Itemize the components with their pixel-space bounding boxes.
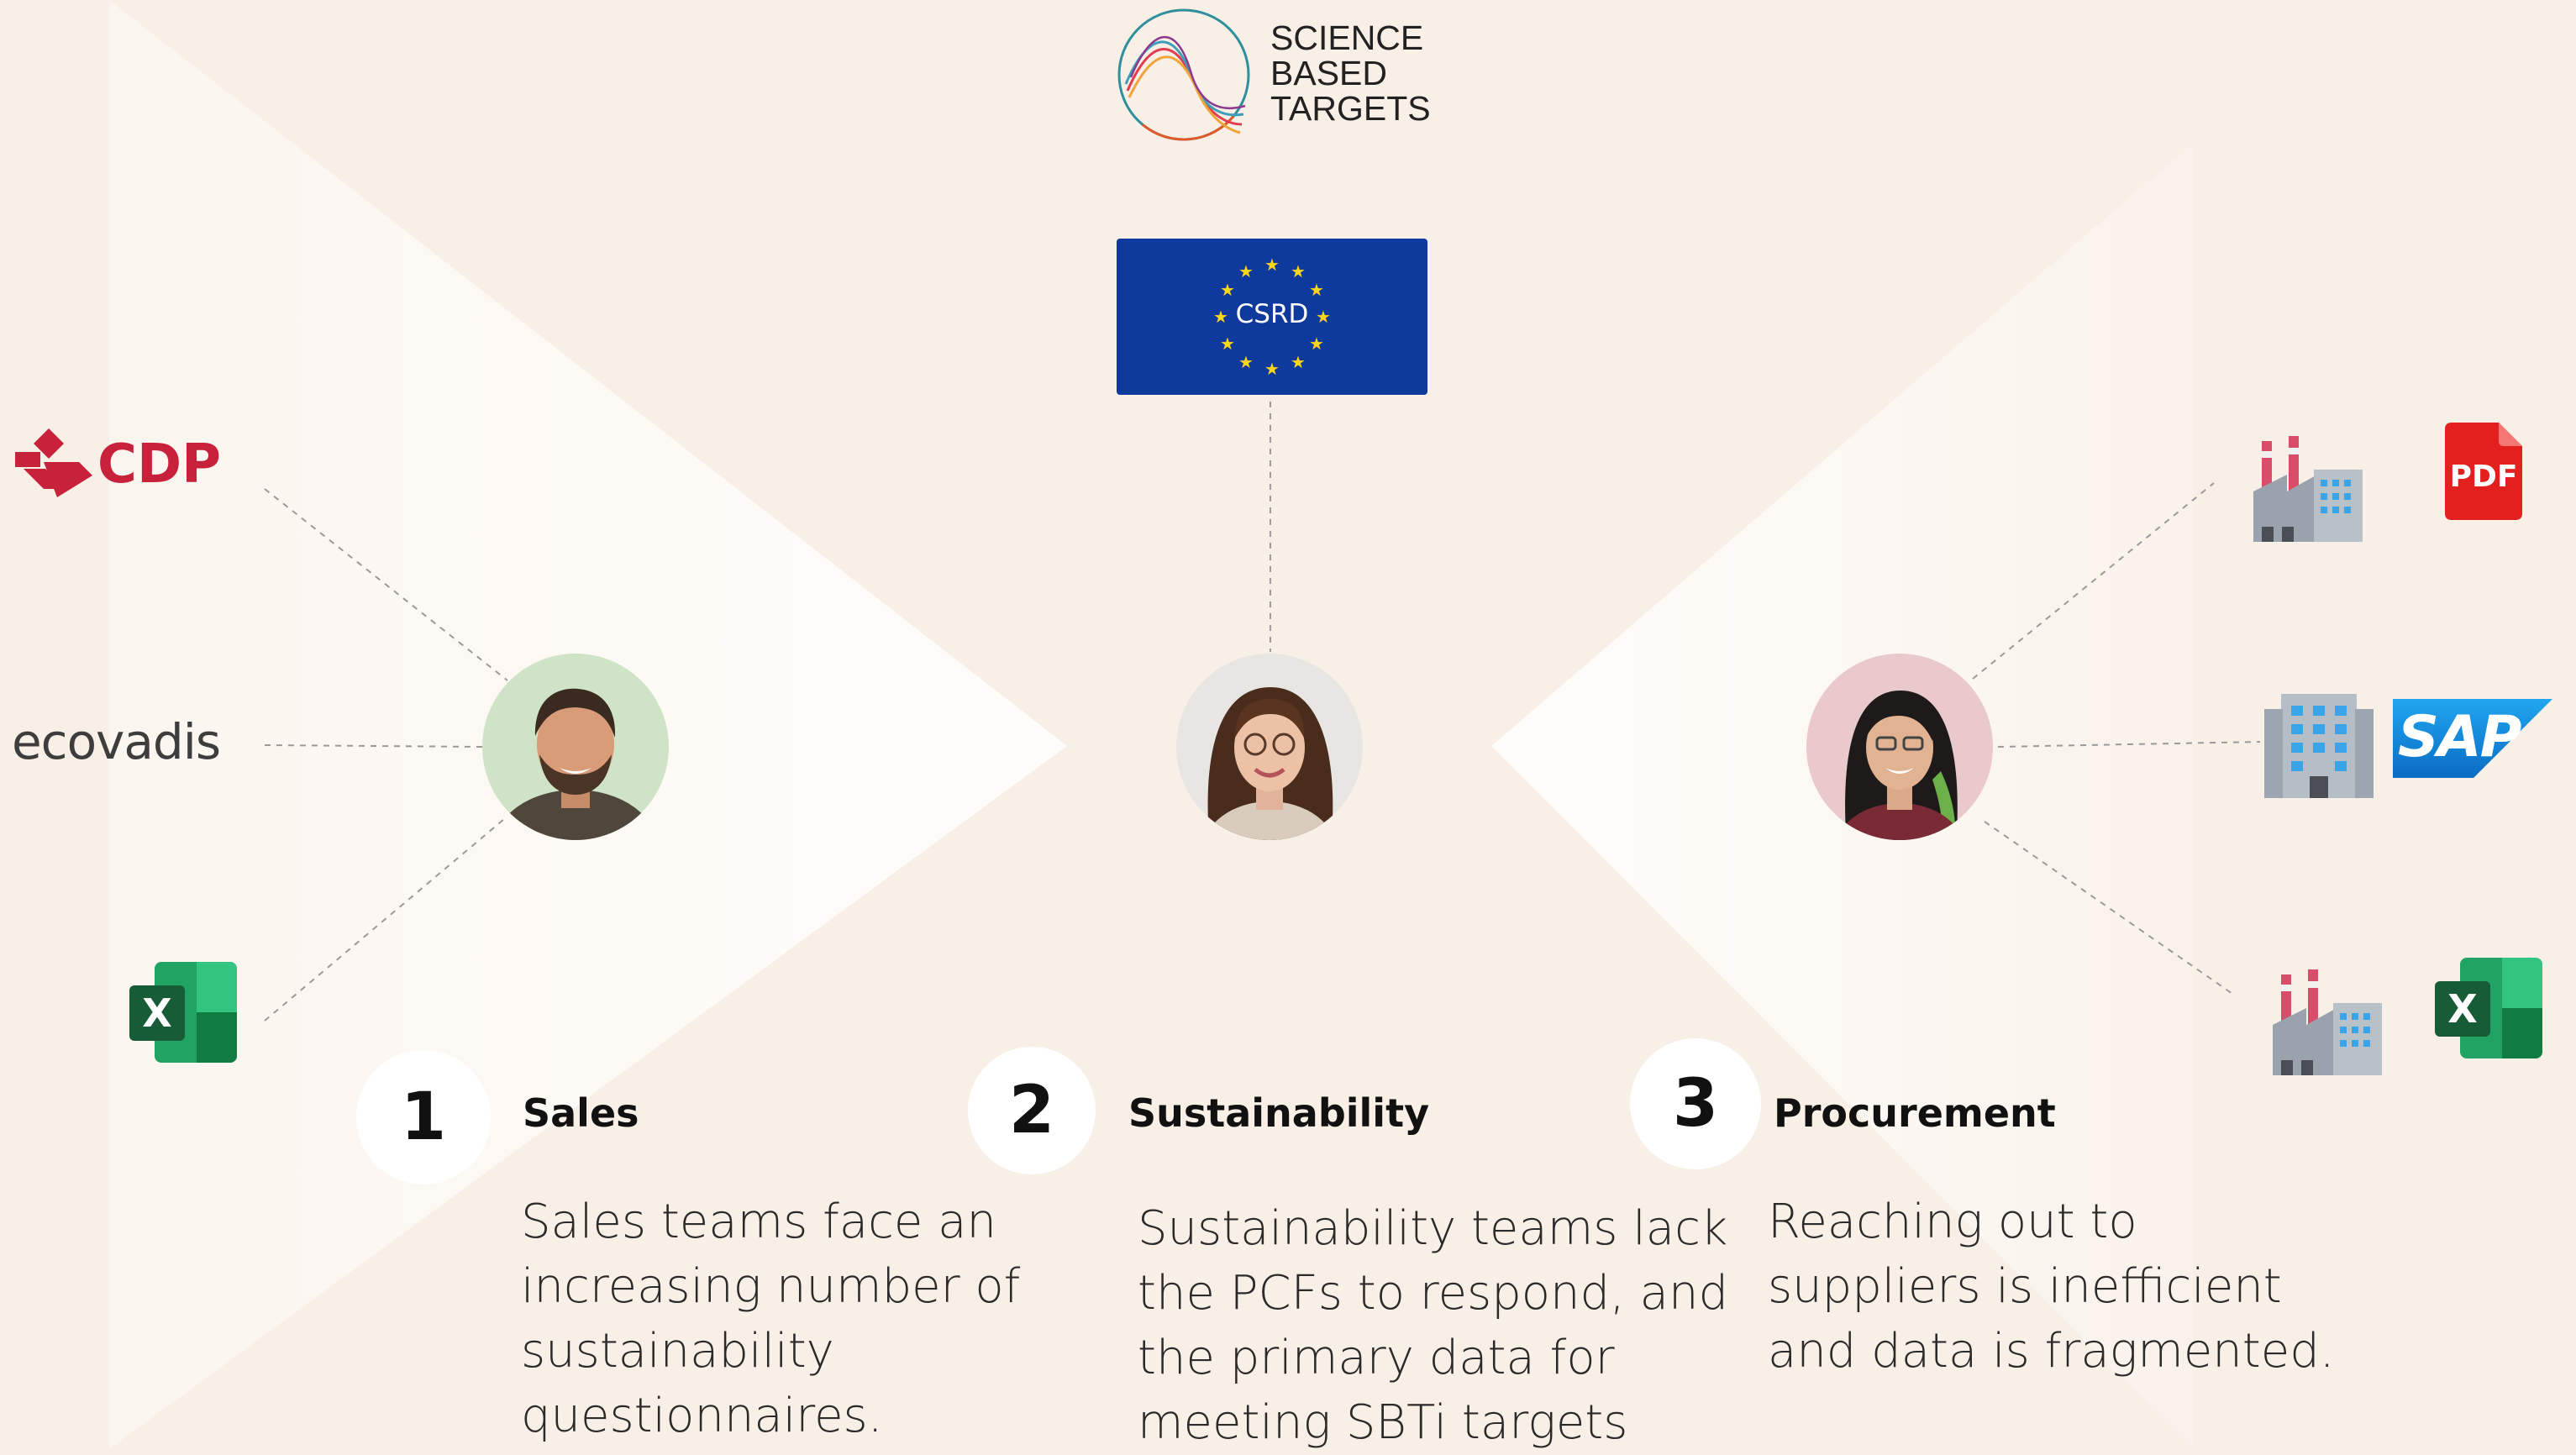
- avatar-sales: [482, 654, 669, 840]
- svg-text:★: ★: [1238, 352, 1254, 372]
- svg-text:★: ★: [1220, 280, 1235, 300]
- step-1-line-4: questionnaires.: [521, 1389, 883, 1443]
- sbt-logo-icon: [1117, 8, 1250, 141]
- step-2-line-1: Sustainability teams lack: [1138, 1201, 1728, 1256]
- svg-text:★: ★: [1316, 307, 1331, 327]
- avatar-sustainability: [1176, 654, 1363, 840]
- step-3-line-3: and data is fragmented.: [1768, 1324, 2335, 1379]
- step-1-title: Sales: [523, 1090, 639, 1136]
- cdp-mark-icon: [15, 428, 92, 497]
- step-2-title: Sustainability: [1128, 1090, 1430, 1136]
- excel-x-right: X: [2435, 981, 2490, 1037]
- svg-text:★: ★: [1213, 307, 1228, 327]
- sbt-logo: SCIENCE BASED TARGETS: [1116, 7, 1435, 150]
- factory-icon-bottom: [2273, 966, 2382, 1075]
- sbt-logo-line-1: SCIENCE: [1270, 18, 1424, 57]
- eu-csrd-badge: ★★★ ★★★ ★★★ ★★★ CSRD: [1117, 239, 1427, 395]
- svg-text:★: ★: [1291, 261, 1306, 281]
- sap-label: SAP: [2398, 704, 2521, 770]
- step-1-number: 1: [356, 1050, 491, 1184]
- step-2-line-4: meeting SBTi targets: [1138, 1395, 1628, 1450]
- excel-x-left: X: [129, 985, 185, 1041]
- step-2-line-2: the PCFs to respond, and: [1138, 1266, 1729, 1321]
- csrd-label: CSRD: [1235, 299, 1309, 329]
- step-3-line-2: suppliers is inefficient: [1768, 1259, 2282, 1314]
- svg-text:★: ★: [1309, 280, 1324, 300]
- sbt-logo-line-3: TARGETS: [1270, 89, 1431, 128]
- step-1-line-2: increasing number of: [521, 1259, 1021, 1314]
- sbt-logo-line-2: BASED: [1270, 54, 1387, 92]
- avatar-procurement: [1806, 654, 1993, 840]
- step-3-description: Reaching out to suppliers is inefficient…: [1768, 1190, 2335, 1384]
- step-3-number: 3: [1630, 1038, 1761, 1169]
- step-2-number: 2: [968, 1047, 1096, 1174]
- office-building-icon: [2264, 689, 2374, 798]
- excel-icon-right: X: [2433, 958, 2542, 1058]
- pdf-icon: PDF: [2445, 423, 2522, 520]
- pdf-label: PDF: [2449, 460, 2518, 494]
- step-3-line-1: Reaching out to: [1768, 1195, 2137, 1249]
- excel-icon-left: X: [128, 962, 237, 1063]
- step-3-title: Procurement: [1774, 1090, 2056, 1136]
- sap-logo: SAP: [2393, 699, 2552, 778]
- svg-text:★: ★: [1264, 359, 1280, 379]
- eu-stars-icon: ★★★ ★★★ ★★★ ★★★: [1213, 255, 1331, 379]
- svg-text:★: ★: [1291, 352, 1306, 372]
- svg-text:★: ★: [1238, 261, 1254, 281]
- svg-text:★: ★: [1309, 334, 1324, 354]
- step-1-line-3: sustainability: [521, 1324, 834, 1379]
- step-2-description: Sustainability teams lack the PCFs to re…: [1138, 1196, 1728, 1455]
- factory-icon-top: [2253, 433, 2363, 542]
- svg-text:★: ★: [1220, 334, 1235, 354]
- step-2-line-3: the primary data for: [1138, 1331, 1615, 1385]
- ecovadis-logo: ecovadis: [12, 713, 221, 770]
- step-1-description: Sales teams face an increasing number of…: [521, 1190, 1020, 1448]
- cdp-label: CDP: [97, 433, 221, 496]
- step-1-line-1: Sales teams face an: [521, 1195, 996, 1249]
- cdp-logo: CDP: [15, 428, 234, 497]
- svg-text:★: ★: [1264, 255, 1280, 275]
